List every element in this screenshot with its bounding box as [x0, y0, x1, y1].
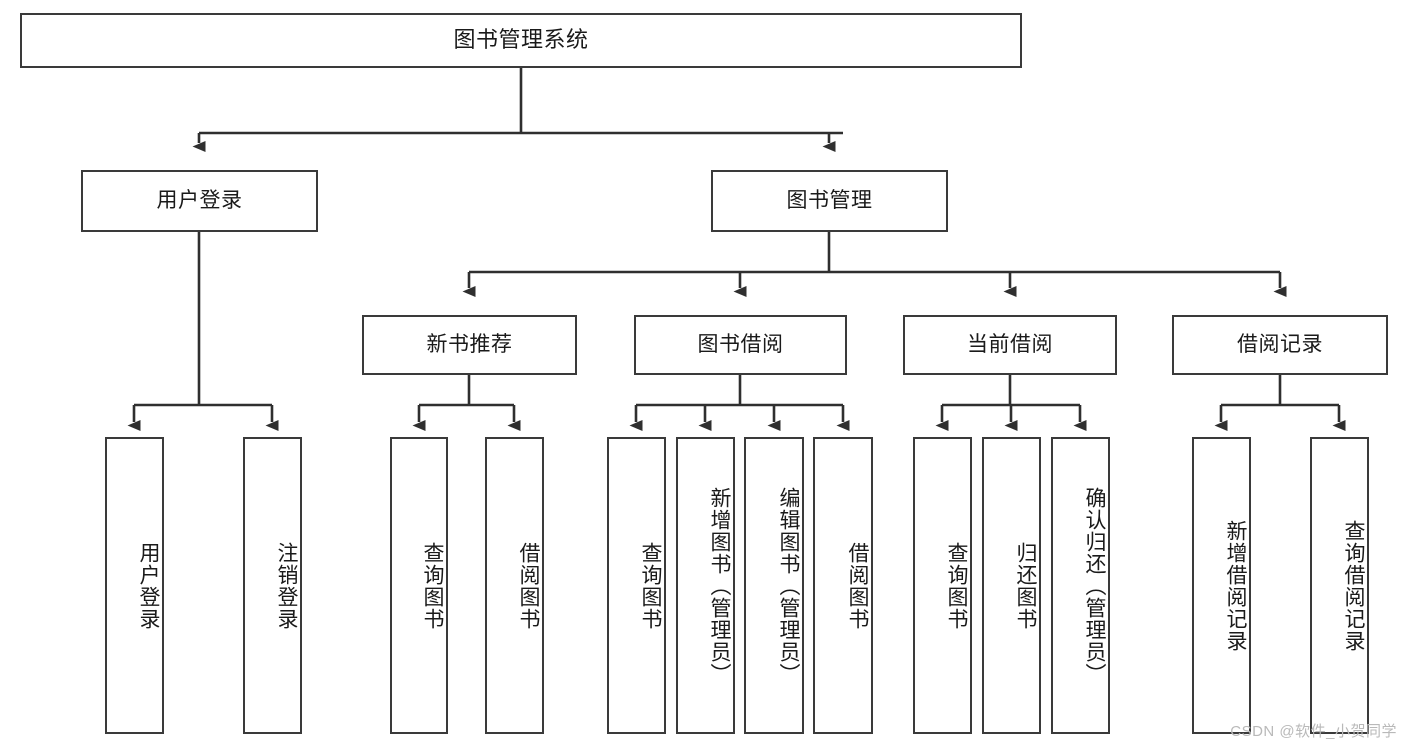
node-label: 新书推荐 [426, 333, 513, 357]
node-label: 注销登录 [275, 541, 298, 630]
leaf-node-borrow-book[interactable]: 借阅图书 [813, 437, 873, 734]
leaf-node-logout[interactable]: 注销登录 [243, 437, 302, 734]
node-new-book-recommendation[interactable]: 新书推荐 [362, 315, 577, 375]
node-user-login[interactable]: 用户登录 [81, 170, 318, 232]
node-label: 查询借阅记录 [1342, 519, 1365, 652]
leaf-node-user-login[interactable]: 用户登录 [105, 437, 164, 734]
leaf-node-borrow-book-rec[interactable]: 借阅图书 [485, 437, 544, 734]
node-current-borrowing[interactable]: 当前借阅 [903, 315, 1117, 375]
leaf-node-add-book-admin[interactable]: 新增图书（管理员） [676, 437, 735, 734]
node-label: 归还图书 [1014, 541, 1037, 630]
node-label: 图书管理 [786, 189, 873, 213]
node-root-system-title[interactable]: 图书管理系统 [20, 13, 1022, 68]
bookborrow-to-leaves-connectors [629, 375, 850, 431]
node-label: 编辑图书（管理员） [777, 486, 800, 685]
userlogin-to-leaves-connectors [127, 232, 279, 431]
newbookrec-to-leaves-connectors [412, 375, 521, 431]
node-label: 用户登录 [137, 541, 160, 630]
leaf-node-add-borrow-record[interactable]: 新增借阅记录 [1192, 437, 1251, 734]
node-label: 新增借阅记录 [1224, 519, 1247, 652]
node-label: 借阅图书 [846, 541, 869, 630]
root-to-level2-connectors [192, 68, 843, 152]
node-book-borrowing[interactable]: 图书借阅 [634, 315, 847, 375]
node-label: 查询图书 [945, 541, 968, 630]
leaf-node-query-book-current[interactable]: 查询图书 [913, 437, 972, 734]
node-label: 新增图书（管理员） [708, 486, 731, 685]
currentborrow-to-leaves-connectors [935, 375, 1087, 431]
leaf-node-query-book-borrow[interactable]: 查询图书 [607, 437, 666, 734]
node-label: 确认归还（管理员） [1083, 486, 1106, 685]
leaf-node-query-borrow-record[interactable]: 查询借阅记录 [1310, 437, 1369, 734]
leaf-node-edit-book-admin[interactable]: 编辑图书（管理员） [744, 437, 804, 734]
node-borrowing-record[interactable]: 借阅记录 [1172, 315, 1388, 375]
node-label: 借阅记录 [1237, 333, 1323, 357]
node-label: 当前借阅 [967, 333, 1053, 357]
leaf-node-query-book-rec[interactable]: 查询图书 [390, 437, 448, 734]
node-label: 借阅图书 [517, 541, 540, 630]
leaf-node-return-book[interactable]: 归还图书 [982, 437, 1041, 734]
node-book-management[interactable]: 图书管理 [711, 170, 948, 232]
node-label: 用户登录 [156, 189, 243, 213]
node-label: 图书借阅 [697, 333, 784, 357]
node-label: 查询图书 [421, 541, 444, 630]
leaf-node-confirm-return-admin[interactable]: 确认归还（管理员） [1051, 437, 1110, 734]
node-label: 图书管理系统 [453, 27, 589, 53]
borrowrecord-to-leaves-connectors [1214, 375, 1346, 431]
bookmgmt-to-level3-connectors [462, 232, 1287, 297]
node-label: 查询图书 [639, 541, 662, 630]
